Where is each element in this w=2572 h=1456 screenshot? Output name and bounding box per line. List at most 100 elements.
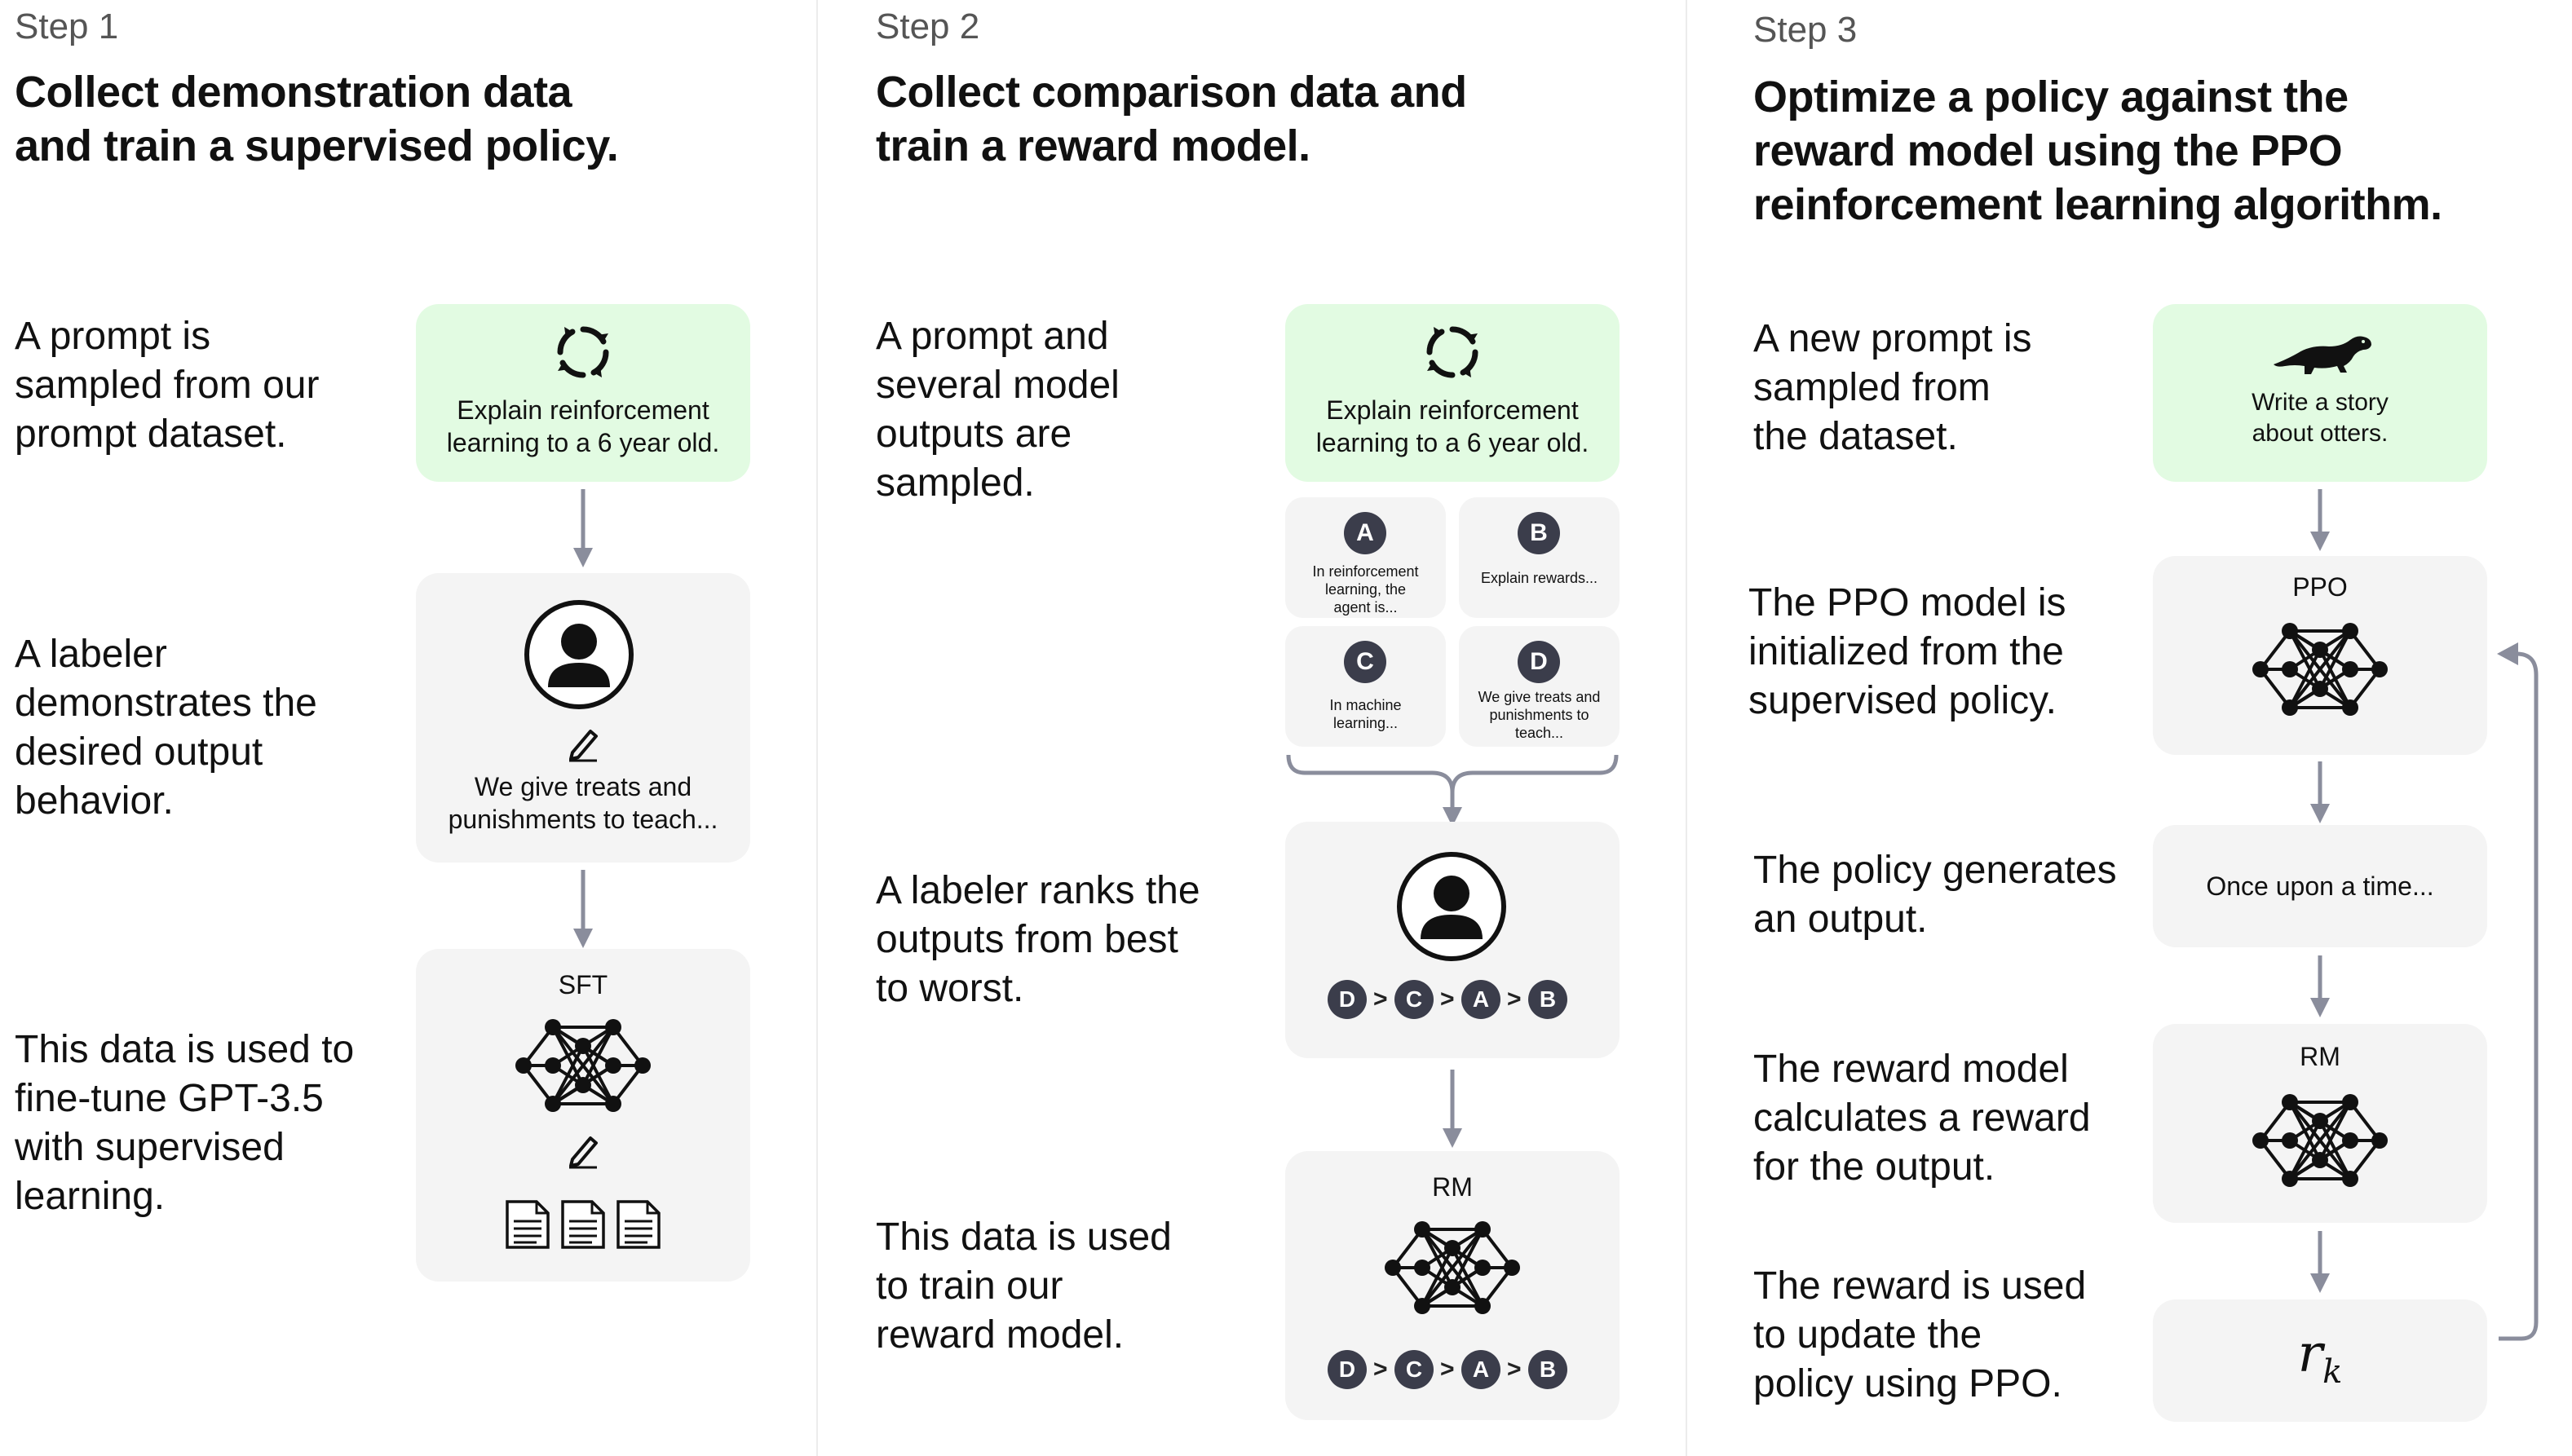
step2-desc-sampled: A prompt and several model outputs are s… xyxy=(876,312,1120,508)
arrow-down-icon xyxy=(2310,1231,2330,1293)
desc-line: with supervised xyxy=(15,1126,285,1169)
step3-label: Step 3 xyxy=(1753,10,1858,50)
prompt-text: Explain reinforcement learning to a 6 ye… xyxy=(1285,394,1620,459)
desc-line: A prompt is xyxy=(15,315,211,358)
document-icon xyxy=(561,1200,605,1249)
rank-separator: > xyxy=(1440,1356,1455,1383)
rank-separator: > xyxy=(1373,1356,1388,1383)
arrow-down-icon xyxy=(2310,489,2330,551)
output-line: teach... xyxy=(1514,725,1564,741)
desc-line: calculates a reward xyxy=(1753,1096,2091,1140)
output-card-b: B Explain rewards... xyxy=(1459,497,1620,618)
desc-line: demonstrates the xyxy=(15,682,317,725)
desc-line: The reward model xyxy=(1753,1048,2069,1091)
prompt-text: Explain reinforcement learning to a 6 ye… xyxy=(416,394,750,459)
reward-subscript: k xyxy=(2322,1352,2343,1391)
neural-net-icon xyxy=(2252,623,2388,716)
pencil-icon xyxy=(569,1136,598,1169)
neural-net-icon xyxy=(515,1019,651,1112)
output-text: In machine learning... xyxy=(1295,696,1436,732)
desc-line: the dataset. xyxy=(1753,415,1958,458)
step3-desc-reward: The reward model calculates a reward for… xyxy=(1753,1045,2091,1192)
step1-prompt-box: Explain reinforcement learning to a 6 ye… xyxy=(416,304,750,482)
step3-desc-generate: The policy generates an output. xyxy=(1753,846,2117,944)
rank-badge: A xyxy=(1461,980,1500,1019)
output-line: learning... xyxy=(1332,715,1399,731)
step2-desc-train: This data is used to train our reward mo… xyxy=(876,1213,1172,1360)
output-text: We give treats and punishments to teach.… xyxy=(1469,688,1610,742)
prompt-text: Write a story about otters. xyxy=(2153,387,2487,449)
arrow-down-icon xyxy=(1443,1070,1462,1148)
step1-column: Step 1 Collect demonstration data and tr… xyxy=(0,0,815,1456)
desc-line: initialized from the xyxy=(1748,630,2064,673)
output-line: agent is... xyxy=(1333,599,1398,615)
step2-title-line: train a reward model. xyxy=(876,121,1310,170)
refresh-icon xyxy=(1426,326,1478,378)
column-divider-1 xyxy=(816,0,818,1456)
desc-line: sampled. xyxy=(876,461,1035,505)
desc-line: outputs from best xyxy=(876,918,1178,961)
rank-separator: > xyxy=(1507,1356,1522,1383)
reward-value: rk xyxy=(2153,1324,2487,1391)
rank-badge: D xyxy=(1328,980,1367,1019)
ranking-row: D > C > A > B xyxy=(1285,980,1620,1019)
step3-title: Optimize a policy against the reward mod… xyxy=(1753,70,2442,232)
desc-line: A prompt and xyxy=(876,315,1109,358)
ranking-row: D > C > A > B xyxy=(1285,1350,1620,1389)
rank-badge: D xyxy=(1328,1350,1367,1389)
desc-line: sampled from xyxy=(1753,366,1991,409)
desc-line: an output. xyxy=(1753,898,1928,941)
rank-badge: B xyxy=(1528,980,1567,1019)
step2-desc-rank: A labeler ranks the outputs from best to… xyxy=(876,867,1200,1013)
output-line: punishments to xyxy=(1489,707,1589,723)
step1-title-line: and train a supervised policy. xyxy=(15,121,619,170)
step3-desc-update: The reward is used to update the policy … xyxy=(1753,1262,2086,1409)
ppo-label: PPO xyxy=(2292,572,2348,602)
output-text: In reinforcement learning, the agent is.… xyxy=(1295,563,1436,616)
desc-line: The PPO model is xyxy=(1748,581,2066,624)
desc-line: This data is used xyxy=(876,1216,1172,1259)
output-line: In machine xyxy=(1329,697,1402,713)
desc-line: to update the xyxy=(1753,1313,1982,1357)
output-line: We give treats and xyxy=(1478,689,1601,705)
neural-net-icon xyxy=(1385,1221,1520,1314)
feedback-arrow-icon xyxy=(2497,642,2539,1341)
neural-net-icon xyxy=(2252,1094,2388,1187)
step3-desc-init: The PPO model is initialized from the su… xyxy=(1748,579,2066,726)
desc-line: reward model. xyxy=(876,1313,1125,1357)
step1-desc-labeler: A labeler demonstrates the desired outpu… xyxy=(15,630,317,826)
demonstration-text: We give treats and punishments to teach.… xyxy=(416,770,750,836)
desc-line: The policy generates xyxy=(1753,849,2117,892)
step2-label: Step 2 xyxy=(876,7,980,46)
desc-line: behavior. xyxy=(15,779,174,823)
output-badge: A xyxy=(1344,512,1386,554)
desc-line: outputs are xyxy=(876,413,1072,456)
desc-line: A labeler ranks the xyxy=(876,869,1200,912)
desc-line: to train our xyxy=(876,1264,1063,1308)
output-card-d: D We give treats and punishments to teac… xyxy=(1459,626,1620,747)
desc-line: This data is used to xyxy=(15,1028,355,1071)
step2-title: Collect comparison data and train a rewa… xyxy=(876,65,1467,173)
step2-rm-box: RM D > C > A > B xyxy=(1285,1151,1620,1420)
step3-title-line: reward model using the PPO xyxy=(1753,126,2343,175)
rank-badge: A xyxy=(1461,1350,1500,1389)
prompt-line: learning to a 6 year old. xyxy=(1315,428,1589,457)
output-text: Explain rewards... xyxy=(1469,569,1610,587)
step1-label: Step 1 xyxy=(15,7,119,46)
step3-reward-box: rk xyxy=(2153,1299,2487,1422)
desc-line: sampled from our xyxy=(15,364,320,407)
arrow-down-icon xyxy=(2310,761,2330,823)
rank-badge: C xyxy=(1394,1350,1434,1389)
step3-prompt-box: Write a story about otters. xyxy=(2153,304,2487,482)
prompt-line: Write a story xyxy=(2252,389,2389,416)
step3-rm-box: RM xyxy=(2153,1024,2487,1223)
policy-output-text: Once upon a time... xyxy=(2206,871,2434,901)
desc-line: prompt dataset. xyxy=(15,413,287,456)
brace-connector xyxy=(1286,754,1619,827)
desc-line: fine-tune GPT-3.5 xyxy=(15,1077,324,1120)
desc-line: several model xyxy=(876,364,1120,407)
prompt-line: learning to a 6 year old. xyxy=(446,428,720,457)
rank-separator: > xyxy=(1440,986,1455,1013)
step1-title-line: Collect demonstration data xyxy=(15,68,572,117)
step3-output-box: Once upon a time... xyxy=(2153,825,2487,947)
